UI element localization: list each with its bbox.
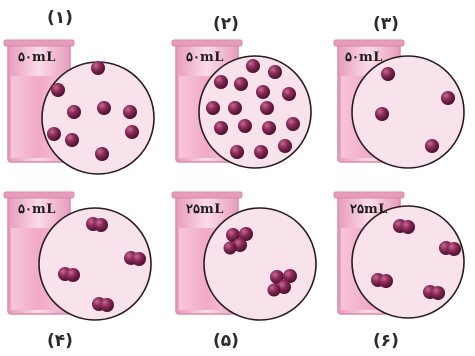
panel-2-particle-6: [282, 87, 296, 101]
panel-1-particle-2: [51, 83, 65, 97]
panel-4-particle-3-b: [66, 268, 80, 282]
panel-5-volume: ۲۵mL: [186, 202, 224, 217]
panel-1-particle-3: [67, 105, 81, 119]
panel-1-volume: ۵۰mL: [18, 50, 56, 65]
panel-2-particle-10: [214, 121, 228, 135]
panel-1-particle-1: [91, 61, 105, 75]
panel-5-number: (۵): [196, 331, 256, 351]
panel-1-particle-6: [47, 127, 61, 141]
beaker-1-rim: [4, 40, 74, 46]
beaker-5-rim: [172, 192, 242, 198]
panel-1-particle-7: [65, 133, 79, 147]
panel-3-particle-4: [425, 139, 439, 153]
panel-3-particle-1: [381, 67, 395, 81]
panel-2-particle-1: [246, 59, 260, 73]
panel-2-particle-11: [238, 119, 252, 133]
panel-2-number: (۲): [196, 14, 256, 34]
panel-5-particle-1-d: [224, 242, 237, 255]
panel-1-particle-8: [95, 147, 109, 161]
panel-1-number: (۱): [30, 8, 90, 28]
panel-2-particle-2: [268, 65, 282, 79]
panel-5-particle-2-d: [268, 284, 281, 297]
zoom-circle-5: [204, 208, 316, 320]
panel-6-particle-4-b: [431, 286, 445, 300]
panel-4-particle-2-b: [132, 252, 146, 266]
beaker-6-rim: [334, 192, 404, 198]
panel-6-particle-1-b: [401, 220, 415, 234]
panel-6-volume: ۲۵mL: [350, 202, 388, 217]
panel-1-particle-4: [97, 101, 111, 115]
beaker-3-rim: [334, 40, 404, 46]
panel-2-particle-14: [230, 145, 244, 159]
panel-3-volume: ۵۰mL: [345, 50, 383, 65]
panel-2-particle-15: [254, 145, 268, 159]
panel-2-particle-13: [286, 117, 300, 131]
panel-2-particle-3: [214, 75, 228, 89]
panel-6-particle-3-b: [379, 274, 393, 288]
panel-4-particle-4-b: [100, 298, 114, 312]
panel-3-number: (۳): [356, 14, 416, 34]
panel-2-particle-5: [256, 85, 270, 99]
zoom-circle-3: [352, 56, 464, 168]
beaker-4-rim: [4, 192, 74, 198]
panel-2-volume: ۵۰mL: [186, 50, 224, 65]
panel-1-particle-5: [123, 105, 137, 119]
panel-2-particle-12: [262, 121, 276, 135]
panel-6-number: (۶): [356, 331, 416, 351]
panel-6-particle-2-b: [447, 242, 461, 256]
panel-2-particle-8: [228, 101, 242, 115]
panel-4-number: (۴): [30, 331, 90, 351]
panel-3-particle-3: [375, 107, 389, 121]
panel-2-particle-16: [278, 139, 292, 153]
panel-4-volume: ۵۰mL: [18, 202, 56, 217]
panel-2-particle-9: [260, 101, 274, 115]
panel-1-particle-9: [125, 125, 139, 139]
panel-2-particle-7: [206, 101, 220, 115]
panel-2-particle-4: [234, 77, 248, 91]
panel-4-particle-1-b: [94, 218, 108, 232]
panel-3-particle-2: [441, 91, 455, 105]
beaker-2-rim: [172, 40, 242, 46]
